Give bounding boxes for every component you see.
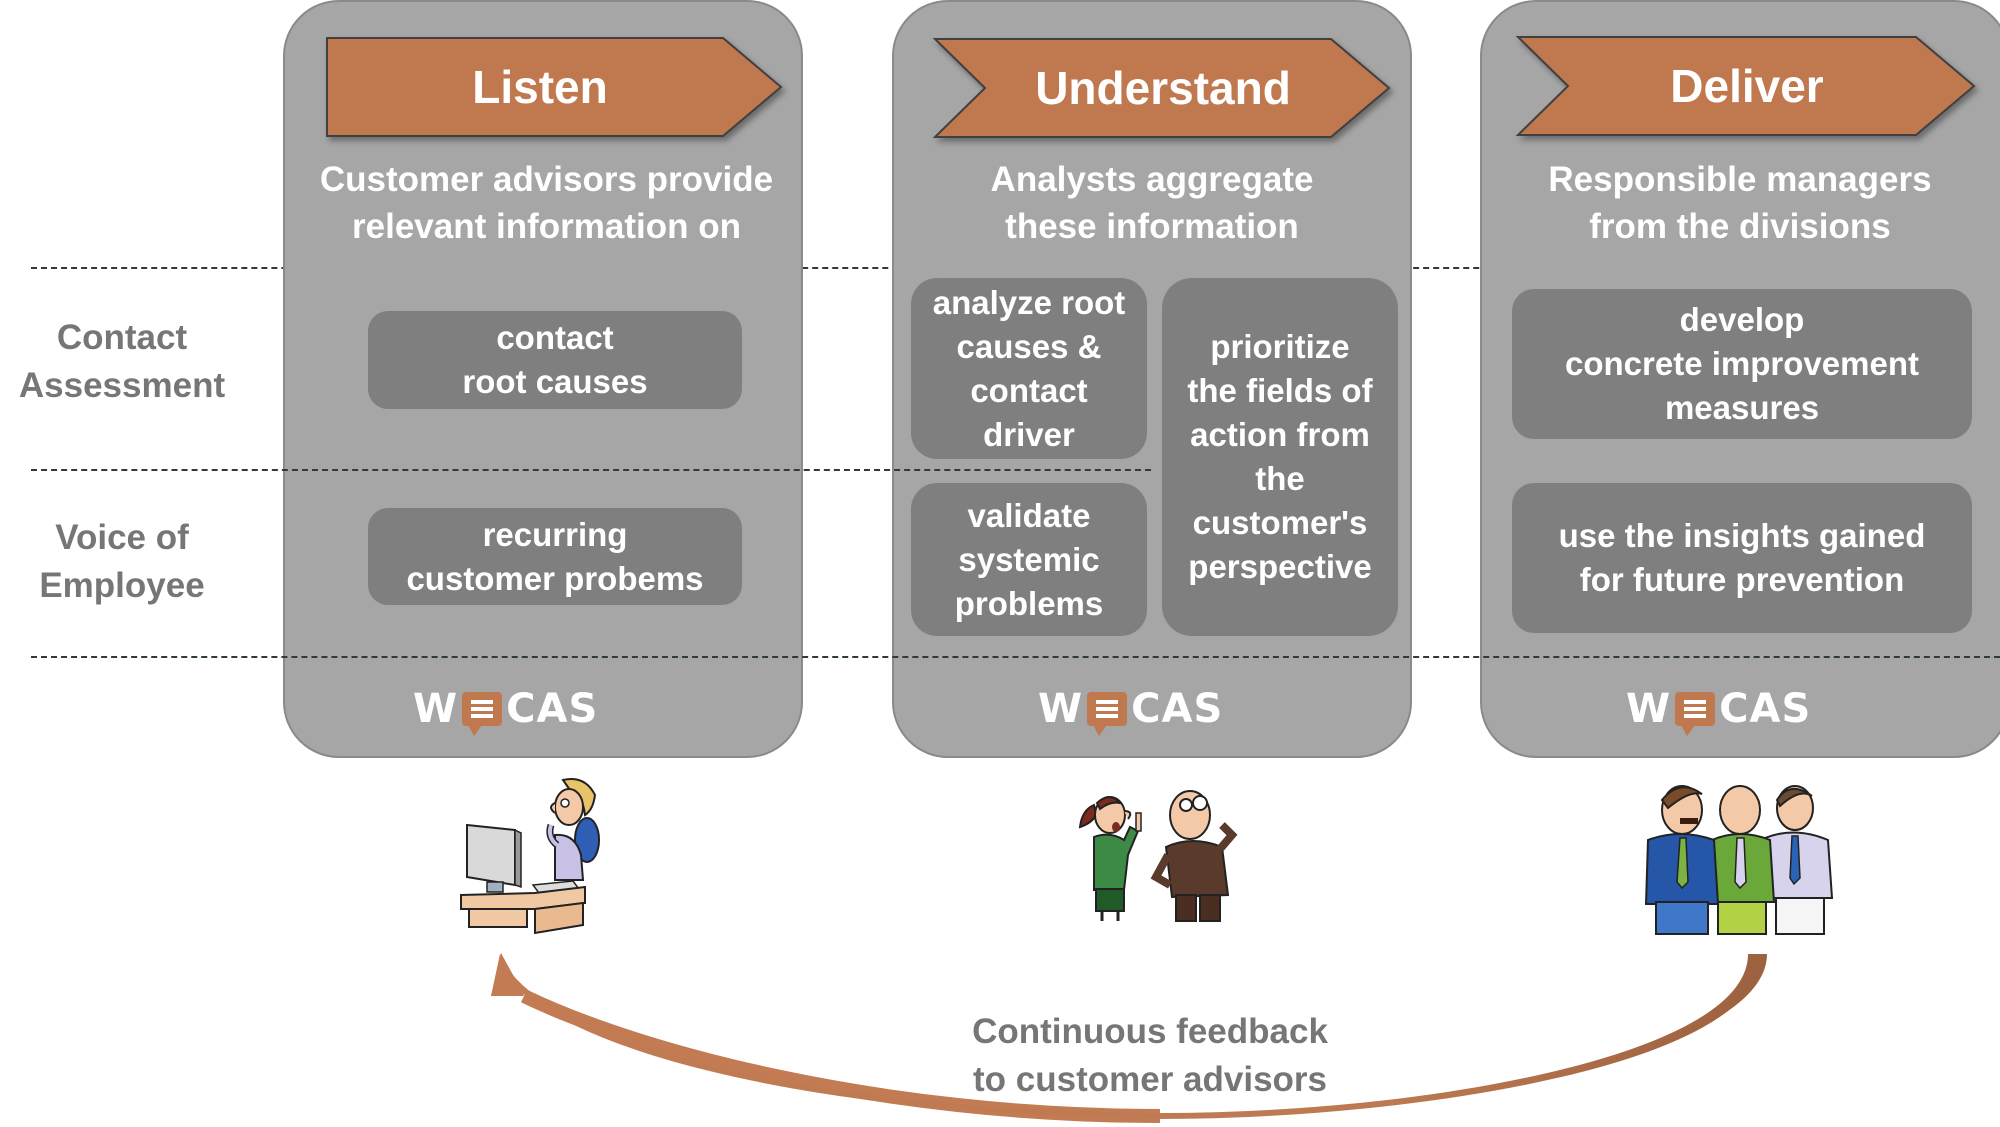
phase-title-listen: Listen <box>472 61 608 113</box>
activity-box-validate-problems: validate systemic problems <box>911 483 1147 636</box>
phase-header-understand: Understand <box>932 38 1391 138</box>
activity-box-use-insights: use the insights gained for future preve… <box>1512 483 1972 633</box>
analysts-discussing-illustration <box>1078 790 1238 922</box>
managers-illustration <box>1644 785 1834 935</box>
logo-text-left: W <box>1626 686 1672 732</box>
speech-bubble-icon <box>1087 692 1128 736</box>
chevron-arrow-icon <box>326 37 783 137</box>
call-center-agent-illustration <box>460 778 600 935</box>
activity-box-recurring-problems: recurring customer probems <box>368 508 742 605</box>
speech-bubble-icon <box>462 692 503 736</box>
activity-box-analyze-root-causes: analyze root causes & contact driver <box>911 278 1147 459</box>
phase-subtitle-listen: Customer advisors provide relevant infor… <box>319 160 774 246</box>
activity-box-develop-measures: develop concrete improvement measures <box>1512 289 1972 439</box>
feedback-label: Continuous feedback to customer advisors <box>972 1012 1328 1099</box>
logo-text-right: CAS <box>1131 686 1224 732</box>
wocas-logo-understand: W CAS <box>1038 684 1224 736</box>
logo-text-right: CAS <box>506 686 599 732</box>
wocas-logo-deliver: W CAS <box>1626 684 1812 736</box>
phase-title-deliver: Deliver <box>1670 60 1824 112</box>
activity-box-contact-root-causes: contact root causes <box>368 311 742 409</box>
chevron-arrow-icon <box>932 38 1391 138</box>
row-label-voice-of-employee: Voice of Employee <box>39 518 205 605</box>
wocas-logo-listen: W CAS <box>413 684 599 736</box>
activity-box-prioritize-fields: prioritize the fields of action from the… <box>1162 278 1398 636</box>
separator-bottom <box>31 656 2000 658</box>
phase-subtitle-understand: Analysts aggregate these information <box>990 160 1314 246</box>
row-label-contact-assessment: Contact Assessment <box>18 318 226 405</box>
chevron-arrow-icon <box>1515 36 1976 136</box>
phase-header-listen: Listen <box>326 37 783 137</box>
phase-title-understand: Understand <box>1035 62 1291 114</box>
logo-text-left: W <box>1038 686 1084 732</box>
separator-middle <box>31 469 1151 471</box>
logo-text-right: CAS <box>1719 686 1812 732</box>
phase-header-deliver: Deliver <box>1515 36 1976 136</box>
phase-subtitle-deliver: Responsible managers from the divisions <box>1548 160 1932 246</box>
speech-bubble-icon <box>1675 692 1716 736</box>
logo-text-left: W <box>413 686 459 732</box>
